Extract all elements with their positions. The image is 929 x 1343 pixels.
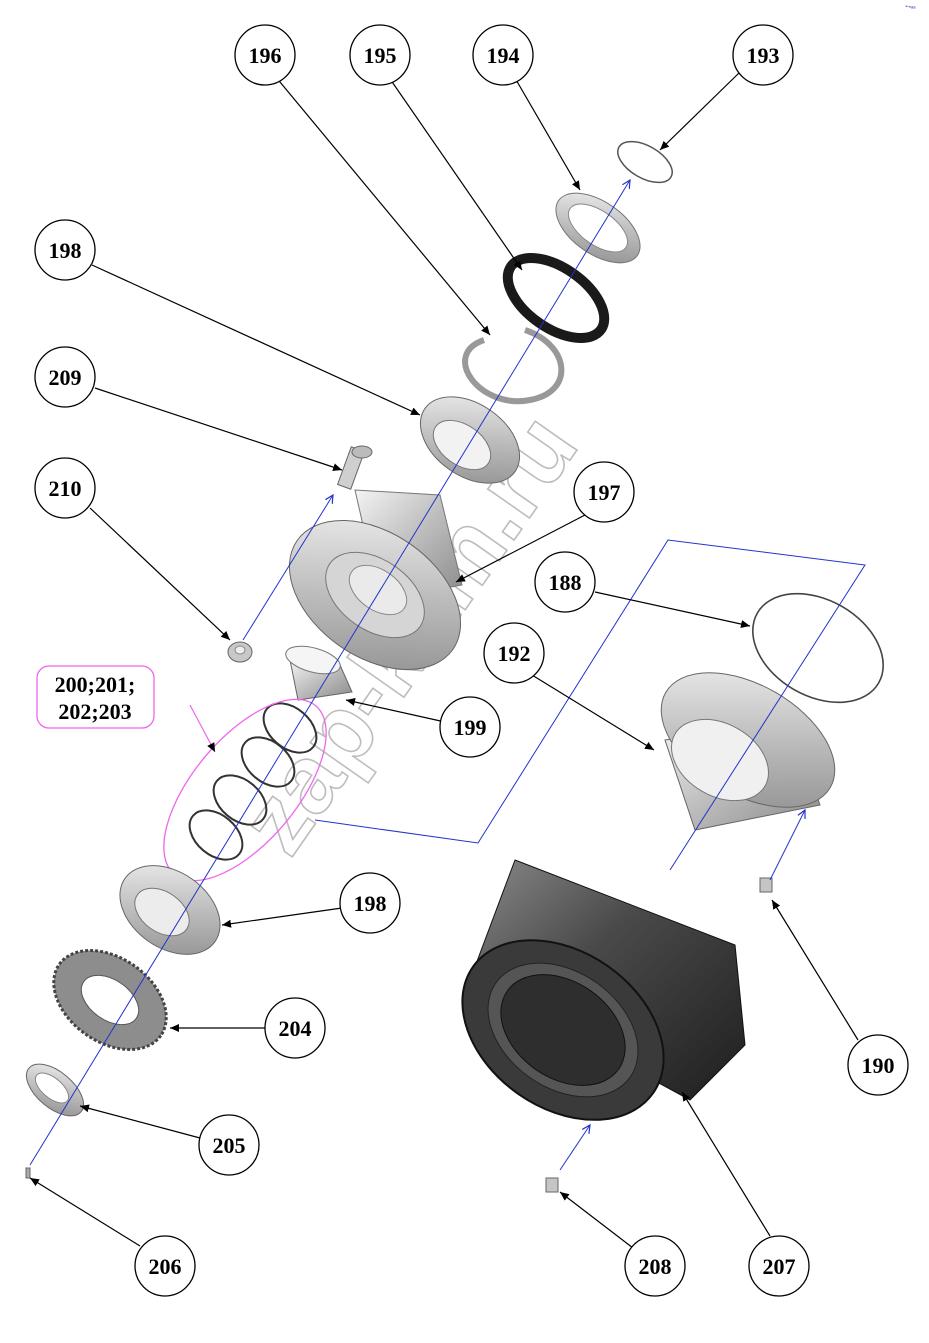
- callout-199-label: 199: [454, 715, 487, 740]
- callout-209-label: 209: [49, 365, 82, 390]
- part-205-washer: [26, 1063, 84, 1117]
- callout-207-label: 207: [763, 1254, 796, 1279]
- part-192-flange: [660, 672, 836, 831]
- callout-198-upper-label: 198: [49, 238, 82, 263]
- callout-210: 210: [34, 457, 96, 519]
- callout-188: 188: [534, 551, 596, 613]
- callout-197: 197: [573, 461, 635, 523]
- part-210-nut: [227, 641, 253, 663]
- callout-193-label: 193: [747, 43, 780, 68]
- part-196-snapring: [462, 327, 565, 405]
- callout-208-label: 208: [639, 1254, 672, 1279]
- callout-188-label: 188: [549, 570, 582, 595]
- part-200-203-shims: [188, 702, 318, 861]
- callout-192-label: 192: [498, 641, 531, 666]
- part-206-pin: [25, 1167, 31, 1179]
- callout-205: 205: [198, 1114, 260, 1176]
- callout-198-lower-label: 198: [354, 891, 387, 916]
- part-204-gear: [52, 949, 168, 1051]
- callout-190: 190: [847, 1034, 909, 1096]
- callout-206: 206: [134, 1235, 196, 1297]
- callout-193: 193: [732, 24, 794, 86]
- callout-196-label: 196: [249, 43, 282, 68]
- callout-207: 207: [748, 1235, 810, 1297]
- parts-layer: [25, 140, 884, 1193]
- callout-204-label: 204: [279, 1016, 312, 1041]
- part-207-drum: [461, 859, 746, 1121]
- part-188-oring: [752, 592, 884, 704]
- callout-195-label: 195: [364, 43, 397, 68]
- callout-198-upper: 198: [34, 219, 96, 281]
- part-208-bolt: [545, 1177, 559, 1193]
- part-190-bolt: [759, 877, 773, 893]
- group-label-200-203: 200;201; 202;203: [36, 665, 155, 729]
- callout-190-label: 190: [862, 1053, 895, 1078]
- part-198-bearing-lower: [119, 865, 221, 955]
- callout-199: 199: [439, 696, 501, 758]
- part-199-sleeve: [285, 645, 353, 701]
- corner-mark: ⌁ₙₐₐ: [905, 4, 916, 10]
- leader-lines: [29, 71, 859, 1249]
- callout-192: 192: [483, 622, 545, 684]
- callout-195: 195: [349, 24, 411, 86]
- callout-194-label: 194: [487, 43, 520, 68]
- callout-197-label: 197: [588, 480, 621, 505]
- part-197-hub: [288, 489, 463, 670]
- callout-204: 204: [264, 997, 326, 1059]
- callout-198-lower: 198: [339, 872, 401, 934]
- group-label-line2: 202;203: [58, 699, 131, 724]
- assembly-axes: [29, 180, 866, 1171]
- part-194-ring: [555, 192, 641, 264]
- callout-209: 209: [34, 346, 96, 408]
- callout-205-label: 205: [213, 1133, 246, 1158]
- part-193-oring: [617, 140, 673, 184]
- callout-196: 196: [234, 24, 296, 86]
- callout-206-label: 206: [149, 1254, 182, 1279]
- group-label-line1: 200;201;: [55, 672, 136, 697]
- callouts: 196 195 194 193 198 209 210 197 188 192 …: [34, 24, 909, 1297]
- part-198-bearing-upper: [419, 396, 521, 484]
- callout-210-label: 210: [49, 476, 82, 501]
- callout-194: 194: [472, 24, 534, 86]
- callout-208: 208: [624, 1235, 686, 1297]
- part-209-bolt: [336, 445, 373, 490]
